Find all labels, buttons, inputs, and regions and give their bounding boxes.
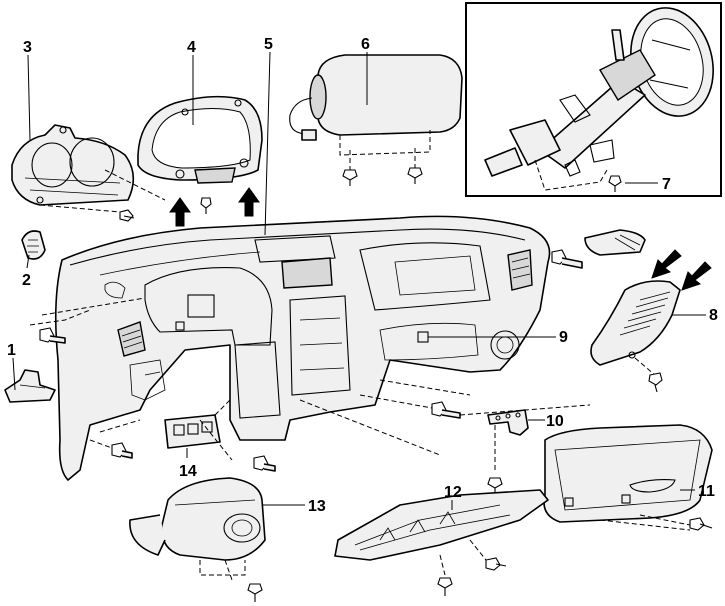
screw-icon xyxy=(485,557,507,571)
callout-7: 7 xyxy=(662,176,671,193)
bolt-icon xyxy=(253,455,276,472)
bolt-icon xyxy=(551,249,583,269)
callout-1: 1 xyxy=(7,342,16,359)
arrow-down-icon xyxy=(651,249,682,279)
screw-icon xyxy=(200,197,212,214)
screw-icon xyxy=(689,517,713,531)
screw-icon xyxy=(119,209,135,222)
callout-3: 3 xyxy=(23,39,32,56)
callout-11: 11 xyxy=(698,483,715,500)
callout-12: 12 xyxy=(444,484,462,501)
callout-13: 13 xyxy=(308,498,326,515)
callout-8: 8 xyxy=(709,307,718,324)
callout-14: 14 xyxy=(179,463,197,480)
callout-labels: 3 4 5 6 7 2 1 8 9 10 11 12 13 14 xyxy=(7,36,718,515)
bolt-icon xyxy=(111,442,133,459)
bolt-icon xyxy=(39,327,66,344)
arrow-down-icon xyxy=(681,261,712,291)
airbag-module xyxy=(289,54,463,170)
side-trim-panel xyxy=(590,280,681,376)
screw-icon xyxy=(407,167,423,184)
callout-2: 2 xyxy=(22,272,31,289)
screw-icon xyxy=(342,169,358,186)
screw-icon xyxy=(608,175,622,192)
glovebox xyxy=(543,424,713,531)
callout-4: 4 xyxy=(187,39,196,56)
steering-column-inset xyxy=(465,2,722,197)
vent-piece xyxy=(584,229,646,256)
callout-10: 10 xyxy=(546,413,564,430)
bolt-icon xyxy=(431,401,461,419)
screw-icon xyxy=(487,477,503,494)
small-bracket xyxy=(487,409,529,470)
leader-lines xyxy=(12,51,706,510)
screw-icon xyxy=(648,372,663,393)
callout-5: 5 xyxy=(264,36,273,53)
lower-trim-panel xyxy=(334,489,549,576)
screw-icon xyxy=(437,577,453,596)
instrument-cluster-housing xyxy=(11,124,166,213)
arrow-up-icon xyxy=(169,197,191,227)
arrow-up-icon xyxy=(238,187,260,217)
callout-6: 6 xyxy=(361,36,370,53)
switch-module xyxy=(164,399,233,461)
steering-column-shroud xyxy=(129,477,266,581)
dashboard-panel xyxy=(54,215,551,481)
side-vent xyxy=(21,230,46,260)
left-bracket xyxy=(4,369,56,403)
screw-icon xyxy=(247,583,263,602)
instrument-bezel xyxy=(137,95,263,184)
callout-9: 9 xyxy=(559,329,568,346)
